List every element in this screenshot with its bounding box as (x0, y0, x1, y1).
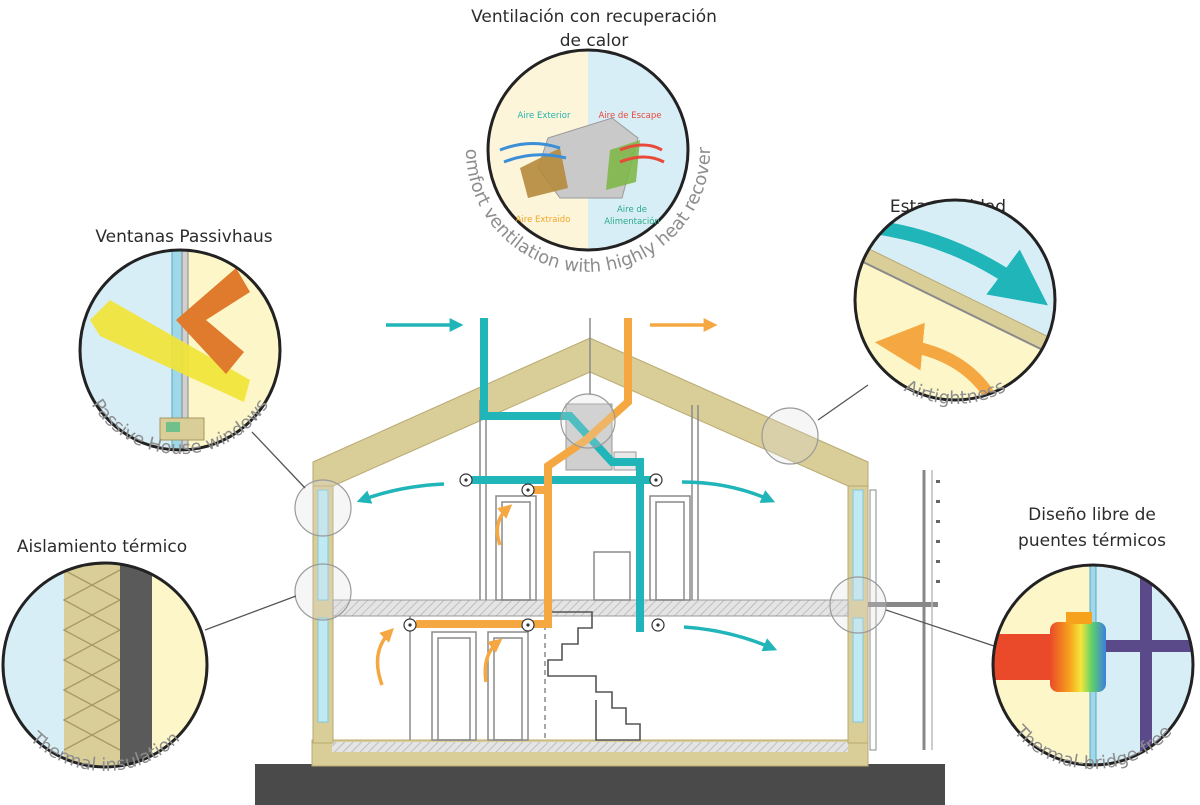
balcony-beam (868, 602, 938, 607)
focus-bridge (829, 576, 887, 634)
airtightness-callout: Estanqueidad Airtightness (853, 197, 1057, 409)
bridge-es-label-line2: puentes térmicos (1018, 531, 1166, 551)
insulation-es-label: Aislamiento térmico (17, 537, 187, 557)
mid-floor-slab (332, 599, 849, 617)
balcony-post (869, 489, 877, 751)
bridge-es-label-line1: Diseño libre de (1028, 505, 1156, 525)
window-right-lower (852, 617, 864, 723)
floor-hatch-ground (332, 742, 848, 752)
window-left-lower (317, 617, 329, 723)
ground (255, 764, 945, 805)
focus-window (294, 479, 352, 537)
ventilation-title-line2: de calor (560, 31, 629, 51)
house-section (204, 318, 1001, 805)
window-right-upper (852, 489, 864, 601)
label-aire-extraido: Aire Extraido (516, 215, 571, 225)
windows-es-label: Ventanas Passivhaus (95, 227, 272, 247)
staircase (547, 611, 641, 741)
windows-callout: Ventanas Passivhaus Passive House window… (78, 227, 282, 459)
focus-airtight (761, 407, 819, 465)
focus-unit (560, 393, 616, 449)
thermal-bridge-callout: Diseño libre de puentes térmicos Thermal… (991, 505, 1195, 774)
ventilation-title-line1: Ventilación con recuperación (471, 7, 717, 27)
label-aire-alimentacion-line1: Aire de (617, 205, 647, 215)
focus-insulation (294, 563, 352, 621)
insulation-callout: Aislamiento térmico Thermal insulation (1, 537, 209, 776)
label-aire-alimentacion-line2: Alimentación (604, 216, 660, 227)
window-left-upper (317, 489, 329, 601)
label-aire-escape: Aire de Escape (598, 111, 661, 121)
label-aire-exterior: Aire Exterior (518, 111, 571, 121)
